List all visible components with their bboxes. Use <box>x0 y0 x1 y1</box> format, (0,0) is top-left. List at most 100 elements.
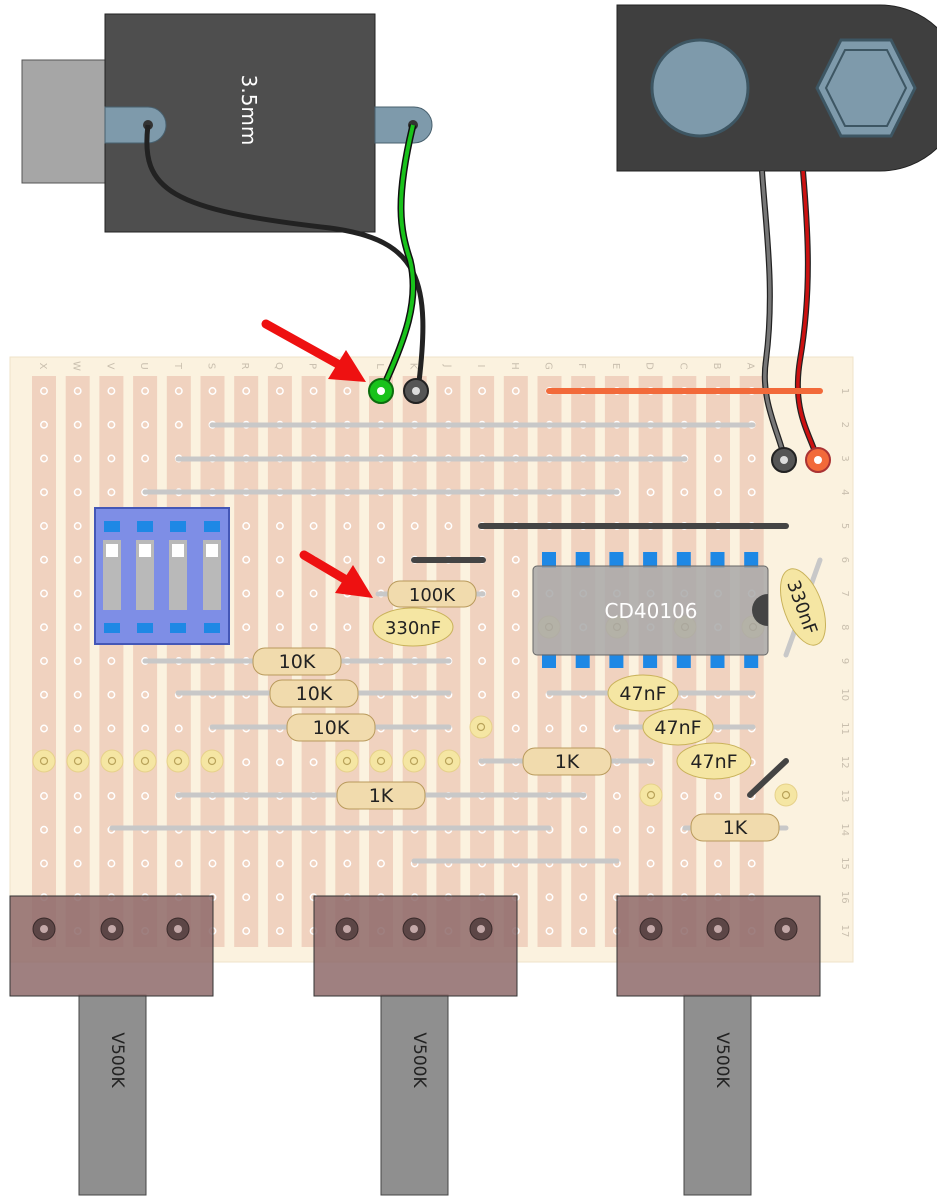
resistor-label: 10K <box>296 683 333 705</box>
capacitor-body <box>607 674 679 712</box>
copper-strip <box>503 376 528 947</box>
copper-strip <box>65 376 90 947</box>
solder-pad <box>200 749 224 773</box>
pot-label: V500K <box>107 1032 127 1088</box>
capacitors: 330nF 330nF 47nF 47nF 47nF <box>372 568 826 780</box>
hole <box>40 488 48 497</box>
column-label: E <box>610 363 621 369</box>
hole <box>343 387 352 395</box>
pot-body <box>313 895 518 997</box>
hole <box>242 589 251 598</box>
capacitor-body <box>372 607 454 647</box>
hole <box>40 522 48 530</box>
resistor-body <box>252 647 342 676</box>
hole <box>275 387 284 395</box>
ic-pin-bottom <box>542 654 556 668</box>
resistor-label: 100K <box>409 585 456 606</box>
hole <box>174 859 183 868</box>
hole <box>680 859 689 868</box>
hole <box>107 724 116 733</box>
hole <box>646 488 655 497</box>
column-label: A <box>745 363 756 370</box>
row-label: 5 <box>839 523 850 529</box>
ic-pin-bottom <box>676 654 691 668</box>
solder-pad-hole <box>39 756 49 766</box>
ic-pin-top <box>744 552 759 568</box>
solder-pad-hole <box>646 790 656 800</box>
hole <box>40 825 48 834</box>
hole <box>73 387 82 395</box>
hole <box>343 522 352 530</box>
solder-pad <box>402 749 426 773</box>
potentiometer-3: V500K <box>616 895 821 1196</box>
pot-body <box>9 895 214 997</box>
solder-pad-hole <box>73 756 83 766</box>
ic-pin-bottom <box>710 654 725 668</box>
hole <box>242 758 251 767</box>
hole <box>40 454 48 463</box>
hole <box>208 859 217 868</box>
hole <box>747 859 756 868</box>
solder-pad <box>774 783 798 807</box>
pot-body <box>616 895 821 997</box>
power-terminal-hex-inner <box>824 49 908 127</box>
hole <box>73 522 82 530</box>
hole <box>73 859 82 868</box>
column-label: Q <box>273 362 284 370</box>
capacitor-47nf-a: 47nF <box>607 674 679 712</box>
dip-toggle-handle <box>172 544 184 557</box>
hole <box>73 657 82 665</box>
column-label: P <box>307 363 318 369</box>
power-terminal-round <box>650 38 750 138</box>
pot-pin-hole <box>647 925 655 933</box>
hole <box>73 589 82 598</box>
solder-pad-hole <box>173 756 183 766</box>
hole <box>275 555 284 564</box>
column-label: D <box>644 362 655 370</box>
row-label: 9 <box>839 658 850 664</box>
hole <box>646 859 655 868</box>
hole <box>107 420 116 429</box>
resistor-1k-a: 1K <box>522 747 612 776</box>
hole <box>141 724 150 733</box>
hole <box>107 792 116 800</box>
hole <box>309 623 318 632</box>
pot-pin-hole <box>108 925 116 933</box>
hole <box>343 555 352 564</box>
resistor-label: 1K <box>723 817 748 839</box>
hole <box>107 387 116 395</box>
dip-toggle-handle <box>206 544 218 557</box>
dip-toggle-top <box>137 521 153 532</box>
solder-pad <box>100 749 124 773</box>
hole <box>107 690 116 699</box>
dip-toggle-bottom <box>104 623 120 633</box>
hole <box>141 792 150 800</box>
solder-pad <box>66 749 90 773</box>
hole <box>107 859 116 868</box>
hole <box>511 589 520 598</box>
hole <box>242 522 251 530</box>
hole <box>40 859 48 868</box>
copper-strip <box>99 376 124 947</box>
dip-toggle-track <box>169 540 187 610</box>
hole <box>73 555 82 564</box>
resistor-label: 10K <box>313 717 350 739</box>
wire-jack-black <box>144 124 426 391</box>
capacitor-label: 330nF <box>385 618 441 639</box>
hole <box>141 387 150 395</box>
hole <box>309 522 318 530</box>
solder-pad <box>133 749 157 773</box>
solder-pad-hole <box>342 756 352 766</box>
hole <box>511 657 520 665</box>
column-label: R <box>239 363 250 370</box>
dip-toggle-top <box>170 521 186 532</box>
dip-toggle-top <box>104 521 120 532</box>
ic-pin-bottom <box>609 654 624 668</box>
hole <box>545 893 554 902</box>
hole <box>275 893 284 902</box>
ic-pin-top <box>676 552 691 568</box>
resistors: 100K 10K 10K 10K 1K 1K 1K <box>252 580 780 842</box>
hole <box>511 387 520 395</box>
hole <box>40 623 48 632</box>
